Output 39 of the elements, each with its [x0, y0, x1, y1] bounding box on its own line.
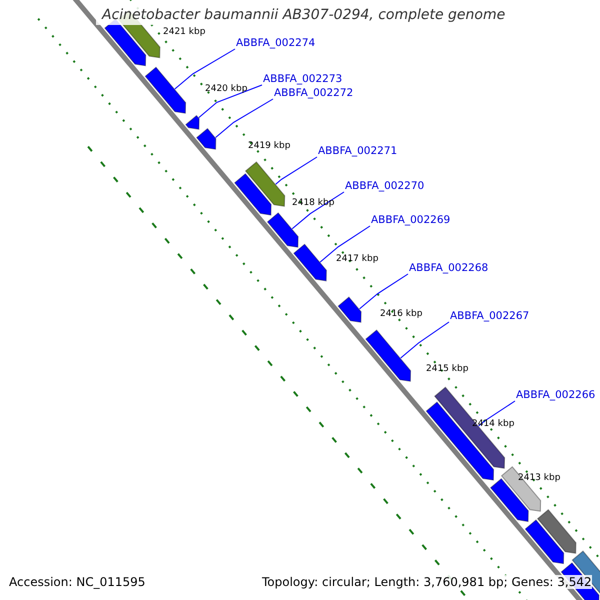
gene-label: ABBFA_002267 [450, 310, 530, 322]
leader-line [198, 84, 262, 118]
gene-block [426, 401, 494, 481]
scale-label: 2421 kbp [163, 27, 206, 37]
gene-label: ABBFA_002268 [409, 262, 488, 274]
gene-block [293, 244, 327, 282]
scale-label: 2417 kbp [336, 254, 378, 264]
leader-line [292, 192, 344, 230]
gene-block [234, 173, 272, 216]
gene-label: ABBFA_002266 [516, 389, 596, 401]
leader-line [215, 98, 274, 138]
leader-line [400, 322, 450, 358]
gene-block [524, 519, 564, 564]
gene-label: ABBFA_002272 [274, 87, 354, 99]
footer-text: Accession: NC_011595 [9, 575, 146, 589]
gene-label: ABBFA_002269 [371, 214, 450, 226]
gene-block [196, 128, 216, 150]
gene-block [144, 66, 186, 114]
leader-line [359, 274, 408, 310]
scale-label: 2416 kbp [380, 309, 422, 319]
gene-block [365, 329, 412, 382]
gene-block [266, 212, 299, 248]
gene-label: ABBFA_002271 [318, 145, 398, 157]
gene-label: ABBFA_002273 [263, 73, 342, 85]
scale-label: 2420 kbp [205, 84, 248, 94]
leader-line [174, 48, 236, 90]
gene-block [244, 161, 286, 207]
gene-block [500, 466, 542, 512]
gene-block [185, 114, 200, 130]
scale-label: 2419 kbp [248, 141, 290, 151]
gene-block [536, 509, 576, 554]
gene-label: ABBFA_002270 [345, 180, 424, 192]
leader-line [275, 156, 318, 185]
gene-block [338, 296, 362, 323]
leader-line [320, 226, 370, 263]
scale-label: 2413 kbp [518, 473, 560, 483]
footer-text: Topology: circular; Length: 3,760,981 bp; Genes: 3,542 [262, 575, 592, 589]
gene-label: ABBFA_002274 [236, 37, 316, 49]
scale-label: 2415 kbp [426, 364, 468, 374]
